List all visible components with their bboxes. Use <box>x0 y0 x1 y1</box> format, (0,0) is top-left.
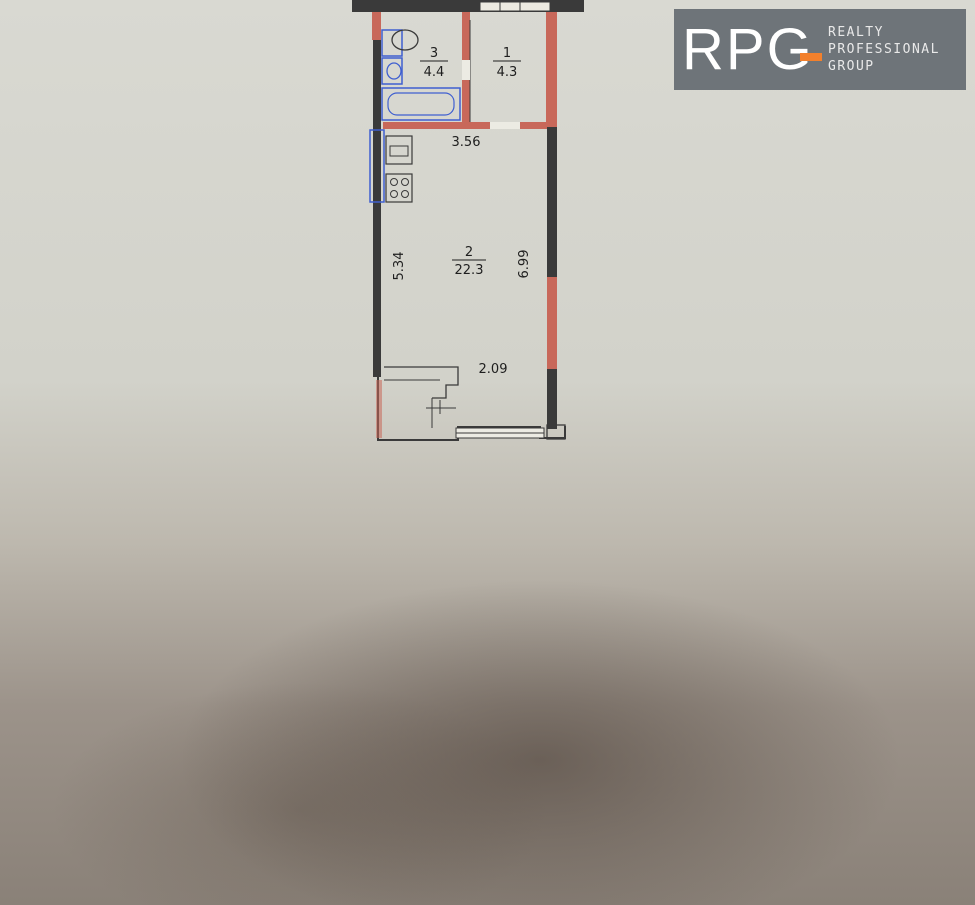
right-wall-brick-top <box>546 12 557 127</box>
bathtub-fixture <box>381 87 461 121</box>
dimension-right-length: 6.99 <box>517 250 532 279</box>
room-2-area: 22.3 <box>455 263 484 278</box>
tagline-line-3: GROUP <box>828 59 875 74</box>
right-wall-end <box>547 369 557 429</box>
rpg-logo: RPG REALTY PROFESSIONAL GROUP <box>674 9 966 90</box>
tagline-line-1: REALTY <box>828 25 884 40</box>
right-wall-brick-bottom <box>547 277 557 369</box>
stove-fixture <box>385 173 413 203</box>
left-wall-lower <box>373 205 381 377</box>
rpg-logo-accent <box>800 52 822 61</box>
tagline-line-2: PROFESSIONAL <box>828 42 940 57</box>
room-3-area: 4.4 <box>424 65 445 80</box>
room-3-label: 3 4.4 <box>420 46 448 80</box>
dimension-hall-width: 3.56 <box>452 135 481 150</box>
partition-horizontal <box>383 122 547 129</box>
rpg-logo-letters: RPG <box>682 16 814 82</box>
top-window <box>479 1 551 12</box>
dimension-left-length: 5.34 <box>392 252 407 281</box>
balcony <box>376 366 566 441</box>
dimension-balcony-width: 2.09 <box>479 362 508 377</box>
toilet-fixture <box>381 29 419 57</box>
room-1-number: 1 <box>503 46 511 61</box>
rpg-logo-tagline: REALTY PROFESSIONAL GROUP <box>828 24 940 75</box>
left-wall-upper <box>373 40 381 205</box>
sink-fixture <box>381 57 403 85</box>
room-1-area: 4.3 <box>497 65 518 80</box>
room-1-label: 1 4.3 <box>493 46 521 80</box>
right-wall-dark <box>547 127 557 277</box>
room-3-number: 3 <box>430 46 438 61</box>
left-wall-brick <box>372 12 381 40</box>
kitchen-counter <box>369 129 413 203</box>
room-2-number: 2 <box>465 245 473 260</box>
room-2-label: 2 22.3 <box>452 245 486 278</box>
rpg-logo-mark: RPG <box>682 16 822 82</box>
